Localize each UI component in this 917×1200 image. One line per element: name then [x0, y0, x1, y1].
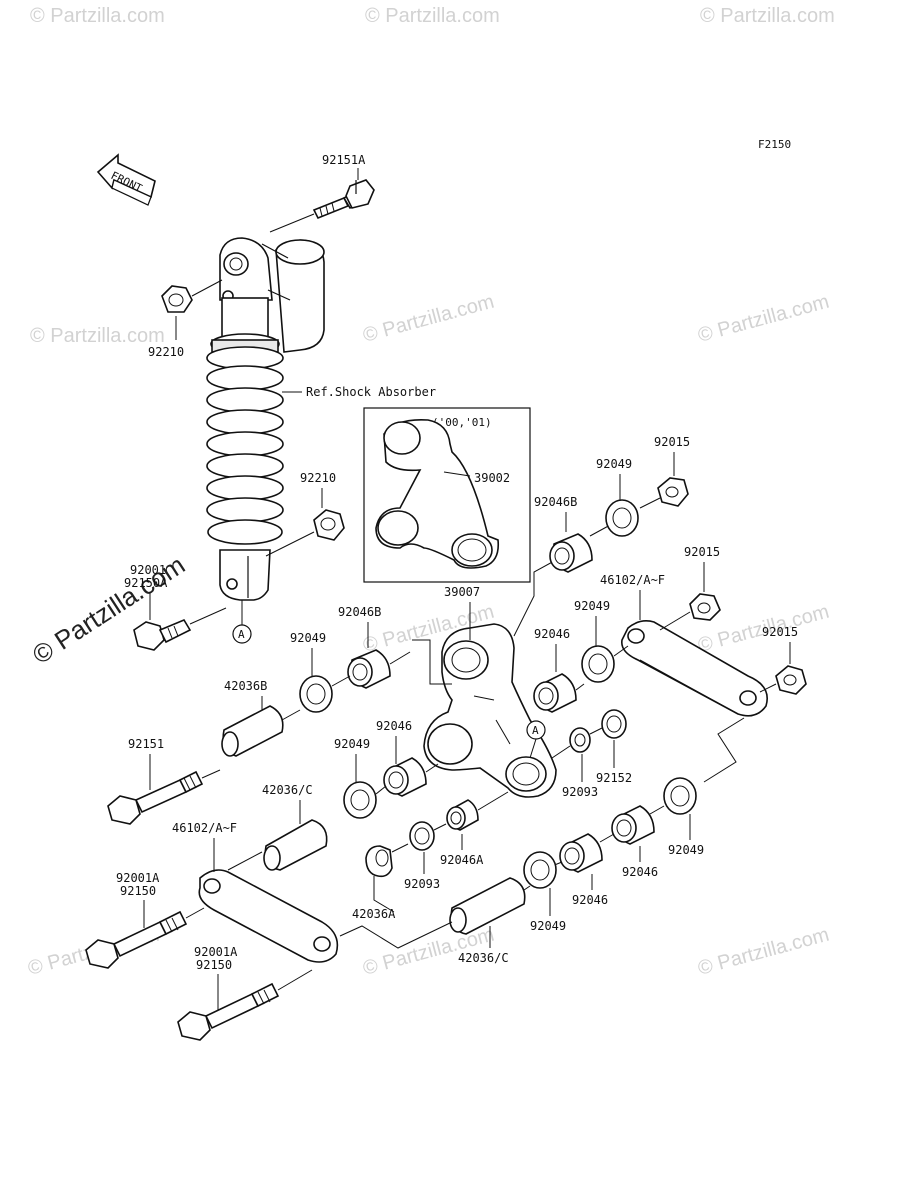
- label-92093-right: 92093: [562, 785, 598, 799]
- link-39007: [423, 623, 557, 798]
- label-92151a: 92151A: [322, 153, 366, 167]
- label-42036c-lower: 42036/C: [458, 951, 509, 965]
- label-46102-lower: 46102/A~F: [172, 821, 237, 835]
- shock-absorber: A: [206, 237, 325, 644]
- label-92093-lower: 92093: [404, 877, 440, 891]
- washer-92049-lower: [523, 851, 557, 889]
- top-eye-hole: [223, 252, 249, 276]
- front-arrow-icon: FRONT: [96, 153, 156, 206]
- reservoir-cap: [275, 239, 325, 265]
- label-42036b: 42036B: [224, 679, 267, 693]
- bolt-92151: [107, 769, 221, 825]
- bolt-92001-92150a: [133, 607, 227, 651]
- circle-marker-a: [232, 624, 252, 644]
- bearing-92046b-upper: [549, 533, 593, 573]
- ref-shock-absorber-label: Ref.Shock Absorber: [306, 385, 436, 399]
- label-92150-upper: 92150: [120, 884, 156, 898]
- label-92046-mid: 92046: [534, 627, 570, 641]
- bolt-92001a-92150-lower: [177, 969, 313, 1041]
- shock-lower-clevis: [219, 549, 271, 601]
- label-92046-center: 92046: [376, 719, 412, 733]
- watermark: © Partzilla.com: [696, 924, 832, 980]
- seal-92152: [601, 709, 627, 739]
- label-92049-mid: 92049: [574, 599, 610, 613]
- label-92210-lower: 92210: [300, 471, 336, 485]
- figure-code: F2150: [758, 138, 791, 151]
- bearing-92046-center: [383, 757, 439, 797]
- label-92046b-upper: 92046B: [534, 495, 577, 509]
- tie-rod-46102-lower: [198, 851, 339, 963]
- washer-92049-mid: [581, 645, 629, 683]
- label-92150a: 92150A: [124, 576, 168, 590]
- circle-marker-label: A: [238, 628, 245, 641]
- collar-92015-top: [657, 477, 689, 507]
- washer-92049-center: [343, 781, 387, 819]
- label-92049-right: 92049: [668, 843, 704, 857]
- watermark: © Partzilla.com: [700, 5, 835, 27]
- watermark: © Partzilla.com: [30, 325, 165, 347]
- bearing-92046a: [446, 791, 509, 831]
- label-42036c-upper: 42036/C: [262, 783, 313, 797]
- link-kit-box: ('00,'01): [363, 407, 531, 583]
- watermark: © Partzilla.com: [365, 5, 500, 27]
- washer-92049-right: [663, 777, 697, 815]
- washer-92049-upper: [605, 499, 639, 537]
- label-92152: 92152: [596, 771, 632, 785]
- label-92015-mid: 92015: [684, 545, 720, 559]
- label-46102-upper: 46102/A~F: [600, 573, 665, 587]
- bolt-92151a: [269, 179, 375, 233]
- label-92046-right: 92046: [622, 865, 658, 879]
- watermark: © Partzilla.com: [30, 5, 165, 27]
- label-92015-right: 92015: [762, 625, 798, 639]
- label-92001a-lower: 92001A: [194, 945, 238, 959]
- collar-92015-mid: [689, 593, 721, 621]
- nut-92210-lower: [265, 509, 345, 557]
- label-92150-lower: 92150: [196, 958, 232, 972]
- label-92046b-left: 92046B: [338, 605, 381, 619]
- label-92015-top: 92015: [654, 435, 690, 449]
- label-92151: 92151: [128, 737, 164, 751]
- sleeve-42036c-upper: [263, 819, 328, 871]
- label-92049-left: 92049: [290, 631, 326, 645]
- bearing-92046b-left: [347, 649, 411, 689]
- label-42036a: 42036A: [352, 907, 396, 921]
- shock-spring: [206, 346, 284, 545]
- label-92049-center: 92049: [334, 737, 370, 751]
- tie-rod-46102-upper: [621, 620, 768, 717]
- label-92046a: 92046A: [440, 853, 484, 867]
- washer-92049-left: [299, 675, 351, 713]
- label-92049-upper: 92049: [596, 457, 632, 471]
- label-92210-upper: 92210: [148, 345, 184, 359]
- label-39007: 39007: [444, 585, 480, 599]
- circle-marker-label: A: [532, 724, 539, 737]
- watermark: © Partzilla.com: [361, 291, 497, 347]
- label-39002: 39002: [474, 471, 510, 485]
- bearing-92046-lower: [551, 833, 603, 873]
- collar-92015-right: [759, 665, 807, 695]
- seal-92093-right: [551, 727, 603, 759]
- label-92049-lower: 92049: [530, 919, 566, 933]
- label-92001a-upper: 92001A: [116, 871, 160, 885]
- nut-92210-upper: [161, 279, 223, 313]
- bearing-92046-right: [599, 805, 655, 845]
- sleeve-42036b: [221, 705, 301, 757]
- bolt-92001a-92150-upper: [85, 907, 205, 969]
- bearing-92046-mid: [533, 673, 585, 713]
- years-label: ('00,'01): [432, 416, 492, 429]
- collar-42036a: [365, 843, 409, 878]
- label-92001: 92001: [130, 563, 166, 577]
- shock-body: [221, 297, 269, 339]
- watermark: © Partzilla.com: [696, 291, 832, 347]
- sleeve-42036c-lower: [449, 877, 526, 935]
- seal-92093-lower: [409, 821, 447, 851]
- label-92046-lower: 92046: [572, 893, 608, 907]
